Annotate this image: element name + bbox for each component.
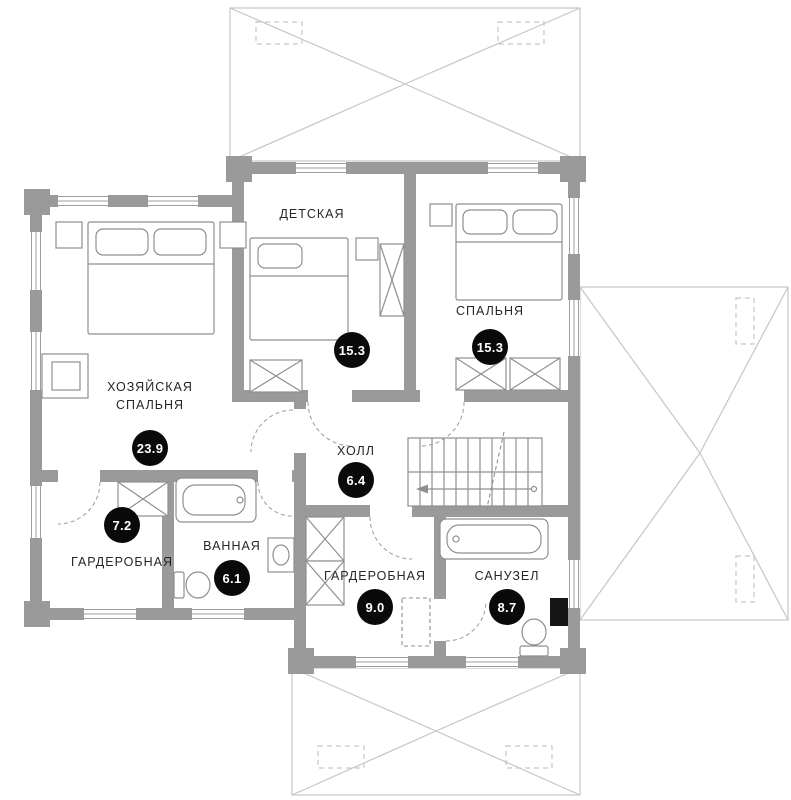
window-icon xyxy=(30,232,42,290)
nightstand-icon xyxy=(429,203,453,227)
roof-vent-icon xyxy=(317,745,365,769)
window-icon xyxy=(488,162,538,174)
window-icon xyxy=(148,195,198,207)
door-arc-wardrobe2 xyxy=(369,516,413,560)
door-arc-wardrobe1 xyxy=(57,481,101,525)
door-openings xyxy=(58,389,464,641)
wardrobe-icon xyxy=(509,357,561,391)
area-badge-wardrobe-1: 7.2 xyxy=(104,507,140,543)
nightstand-icon xyxy=(55,221,247,249)
window-icon xyxy=(568,560,580,608)
roof-right xyxy=(579,286,789,621)
window-icon xyxy=(192,608,244,620)
roof-bottom xyxy=(291,667,581,796)
vent-shaft-icon xyxy=(550,598,568,626)
room-label-master-bedroom: ХОЗЯЙСКАЯ СПАЛЬНЯ xyxy=(107,379,193,412)
area-badge-wardrobe-2: 9.0 xyxy=(357,589,393,625)
sink-icon xyxy=(267,537,295,573)
room-label-sanuzel: САНУЗЕЛ xyxy=(474,569,540,583)
window-icon xyxy=(58,195,108,207)
room-label-wardrobe-1: ГАРДЕРОБНАЯ xyxy=(71,555,173,569)
window-icon xyxy=(296,162,346,174)
window-icon xyxy=(30,486,42,538)
area-badge-sanuzel: 8.7 xyxy=(489,589,525,625)
bed-icon-master xyxy=(87,221,215,335)
roof-vent-icon xyxy=(497,21,545,45)
toilet-icon xyxy=(173,571,211,599)
area-badge-hall: 6.4 xyxy=(338,462,374,498)
room-label-detskaya: ДЕТСКАЯ xyxy=(279,207,345,221)
window-icon xyxy=(568,300,580,356)
roof-top xyxy=(229,7,581,162)
room-label-spalnya: СПАЛЬНЯ xyxy=(455,304,525,318)
room-label-wardrobe-2: ГАРДЕРОБНАЯ xyxy=(324,569,426,583)
wardrobe-icon xyxy=(249,359,303,393)
window-icon xyxy=(356,656,408,668)
washer-icon xyxy=(401,597,431,647)
door-arc-sanuzel xyxy=(445,600,487,642)
roof-vent-icon xyxy=(255,21,303,45)
toilet-icon xyxy=(519,618,549,657)
roof-vent-icon xyxy=(735,297,755,345)
window-icon xyxy=(466,656,518,668)
window-icon xyxy=(84,608,136,620)
bathtub-icon xyxy=(175,477,257,523)
bed-icon-bedroom xyxy=(455,203,563,301)
desk-icon xyxy=(41,353,89,399)
door-arc-master xyxy=(250,409,294,453)
roof-vent-icon xyxy=(505,745,553,769)
wardrobe-icon xyxy=(379,243,405,317)
stairs-direction-arrow xyxy=(416,484,538,494)
door-arc-children xyxy=(307,401,353,447)
bathtub-icon xyxy=(439,518,549,560)
bed-icon-children xyxy=(249,237,349,341)
area-badge-master-bedroom: 23.9 xyxy=(132,430,168,466)
area-badge-bathroom: 6.1 xyxy=(214,560,250,596)
stairs xyxy=(407,431,543,513)
room-label-hall: ХОЛЛ xyxy=(337,444,375,458)
roof-vent-icon xyxy=(735,555,755,603)
window-icon xyxy=(568,198,580,254)
wardrobe-icon xyxy=(305,516,345,606)
area-badge-detskaya: 15.3 xyxy=(334,332,370,368)
room-label-bathroom: ВАННАЯ xyxy=(203,539,261,553)
door-arc-bedroom xyxy=(419,401,465,447)
windows xyxy=(30,162,580,668)
window-icon xyxy=(30,332,42,390)
area-badge-spalnya: 15.3 xyxy=(472,329,508,365)
door-swings xyxy=(57,401,487,642)
wardrobe-icon xyxy=(455,357,507,391)
nightstand-icon xyxy=(355,237,379,261)
